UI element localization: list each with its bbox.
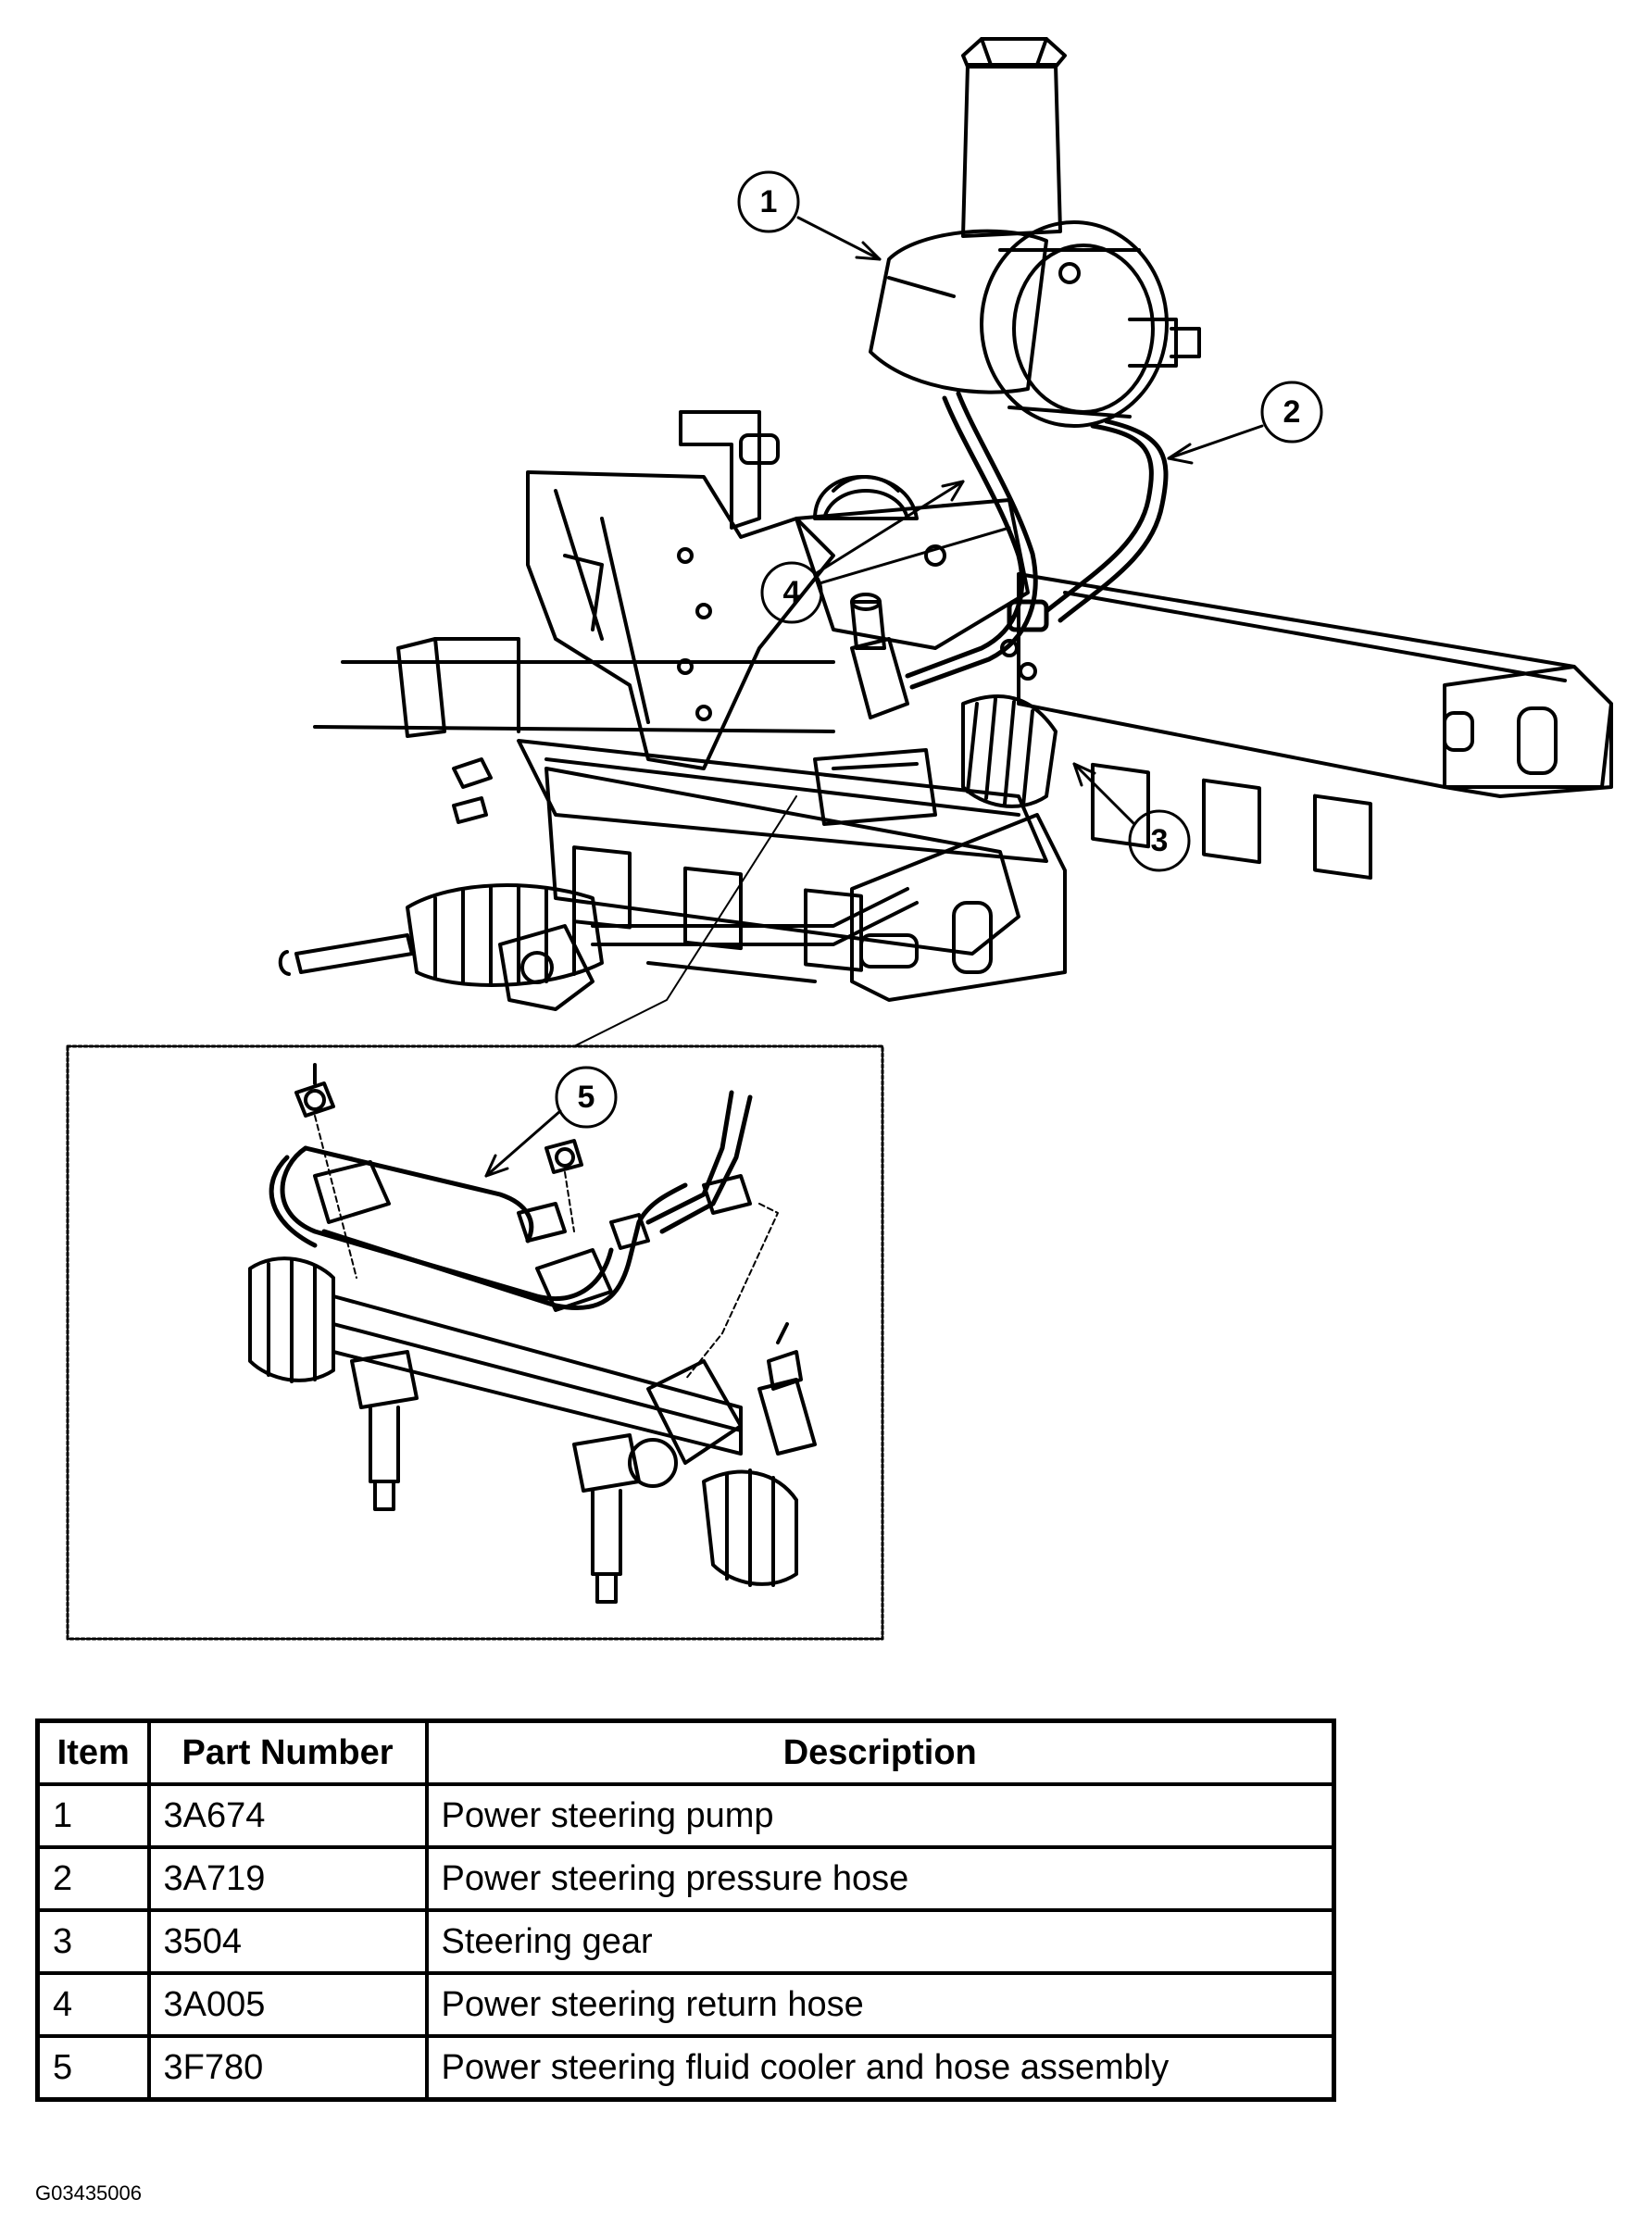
cell-description: Power steering return hose bbox=[424, 1971, 1336, 2038]
inset-frame bbox=[66, 795, 884, 1641]
cell-item: 1 bbox=[35, 1782, 151, 1849]
header-part-number: Part Number bbox=[146, 1718, 429, 1786]
cell-part-number: 3A719 bbox=[146, 1845, 429, 1912]
callout-label-3: 3 bbox=[1151, 823, 1169, 858]
cell-description: Power steering pressure hose bbox=[424, 1845, 1336, 1912]
callout-label-5: 5 bbox=[578, 1080, 595, 1115]
callout-label-2: 2 bbox=[1283, 394, 1301, 430]
callout-5 bbox=[484, 1066, 618, 1178]
cell-description: Steering gear bbox=[424, 1908, 1336, 1975]
cell-part-number: 3A674 bbox=[146, 1782, 429, 1849]
callout-1 bbox=[737, 170, 882, 261]
power-steering-pressure-hose bbox=[1044, 419, 1169, 623]
steering-system-illustration: 1 2 3 4 5 bbox=[66, 37, 1613, 1641]
power-steering-fluid-cooler-assembly bbox=[248, 1063, 817, 1604]
cell-item: 5 bbox=[35, 2034, 151, 2102]
callout-label-4: 4 bbox=[783, 575, 801, 610]
cell-part-number: 3F780 bbox=[146, 2034, 429, 2102]
cell-item: 3 bbox=[35, 1908, 151, 1975]
callout-4 bbox=[760, 480, 1011, 624]
subframe bbox=[313, 410, 1613, 1002]
callouts bbox=[484, 170, 1323, 1178]
cell-item: 2 bbox=[35, 1845, 151, 1912]
power-steering-pump bbox=[869, 37, 1201, 428]
cell-part-number: 3A005 bbox=[146, 1971, 429, 2038]
parts-table: Item Part Number Description 1 3A674 Pow… bbox=[35, 1718, 1336, 2102]
header-description: Description bbox=[424, 1718, 1336, 1786]
power-steering-return-hose bbox=[905, 391, 1049, 690]
header-item: Item bbox=[35, 1718, 151, 1786]
table-row: 2 3A719 Power steering pressure hose bbox=[35, 1845, 1336, 1912]
cell-description: Power steering fluid cooler and hose ass… bbox=[424, 2034, 1336, 2102]
callout-label-1: 1 bbox=[760, 184, 778, 219]
figure-id: G03435006 bbox=[35, 2181, 142, 2205]
table-row: 5 3F780 Power steering fluid cooler and … bbox=[35, 2034, 1336, 2102]
callout-3 bbox=[1072, 762, 1191, 872]
table-header-row: Item Part Number Description bbox=[35, 1718, 1336, 1786]
cell-part-number: 3504 bbox=[146, 1908, 429, 1975]
table-row: 3 3504 Steering gear bbox=[35, 1908, 1336, 1975]
cell-item: 4 bbox=[35, 1971, 151, 2038]
steering-gear bbox=[278, 593, 1058, 1011]
callout-2 bbox=[1167, 381, 1323, 465]
cell-description: Power steering pump bbox=[424, 1782, 1336, 1849]
table-row: 1 3A674 Power steering pump bbox=[35, 1782, 1336, 1849]
table-row: 4 3A005 Power steering return hose bbox=[35, 1971, 1336, 2038]
